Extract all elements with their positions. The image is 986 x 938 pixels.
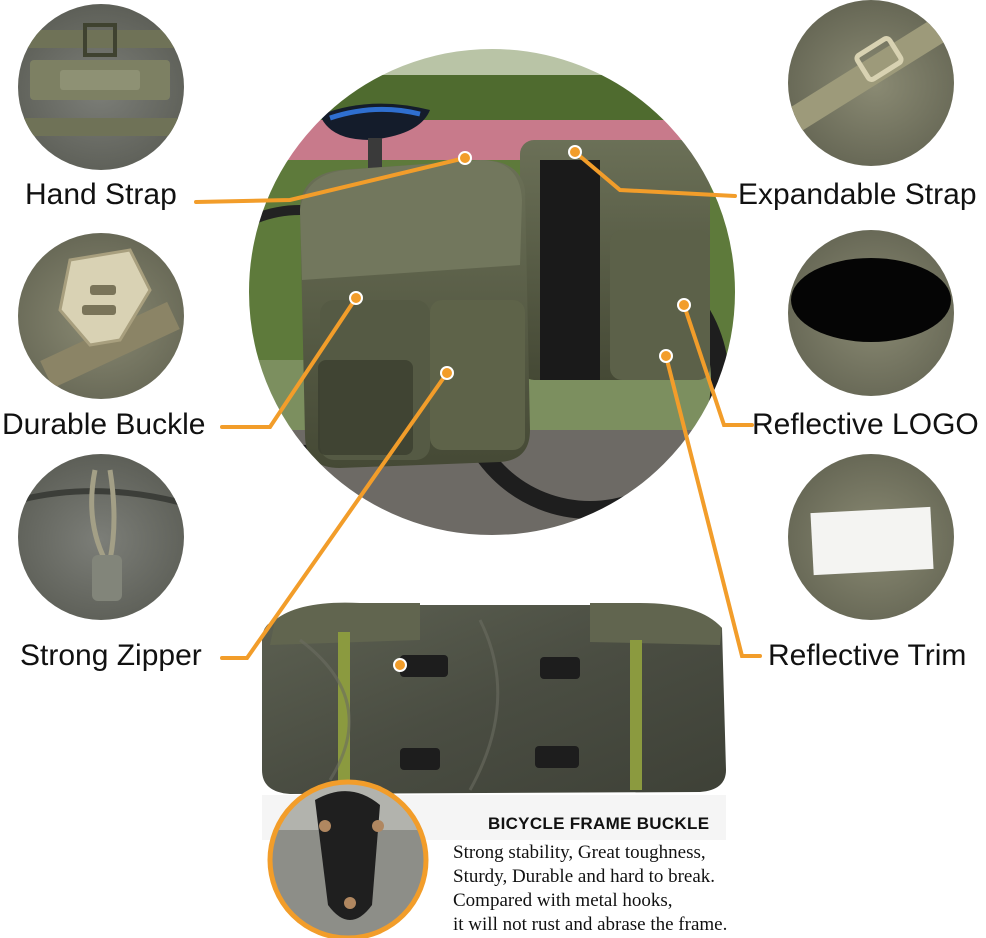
zipper-photo	[18, 454, 184, 620]
label-reflective-trim: Reflective Trim	[768, 639, 967, 672]
frame-buckle-photo	[270, 782, 426, 938]
caption-title: BICYCLE FRAME BUCKLE	[488, 814, 710, 833]
reflective-trim-photo	[788, 454, 954, 620]
caption-line-2: Sturdy, Durable and hard to break.	[453, 866, 716, 887]
callout-lines	[194, 150, 762, 660]
expandable-strap-photo	[788, 0, 954, 166]
caption-line-4: it will not rust and abrase the frame.	[453, 914, 728, 935]
label-durable-buckle: Durable Buckle	[2, 408, 206, 441]
hand-strap-photo	[18, 4, 184, 170]
label-hand-strap: Hand Strap	[25, 178, 177, 211]
reflective-logo-photo	[788, 230, 954, 396]
label-expandable-strap: Expandable Strap	[738, 178, 977, 211]
callout-dots	[349, 145, 691, 672]
caption-line-1: Strong stability, Great toughness,	[453, 842, 706, 863]
label-reflective-logo: Reflective LOGO	[752, 408, 979, 441]
label-strong-zipper: Strong Zipper	[20, 639, 202, 672]
caption-line-3: Compared with metal hooks,	[453, 890, 673, 911]
buckle-photo	[18, 233, 184, 399]
flat-bag-photo	[262, 602, 726, 794]
